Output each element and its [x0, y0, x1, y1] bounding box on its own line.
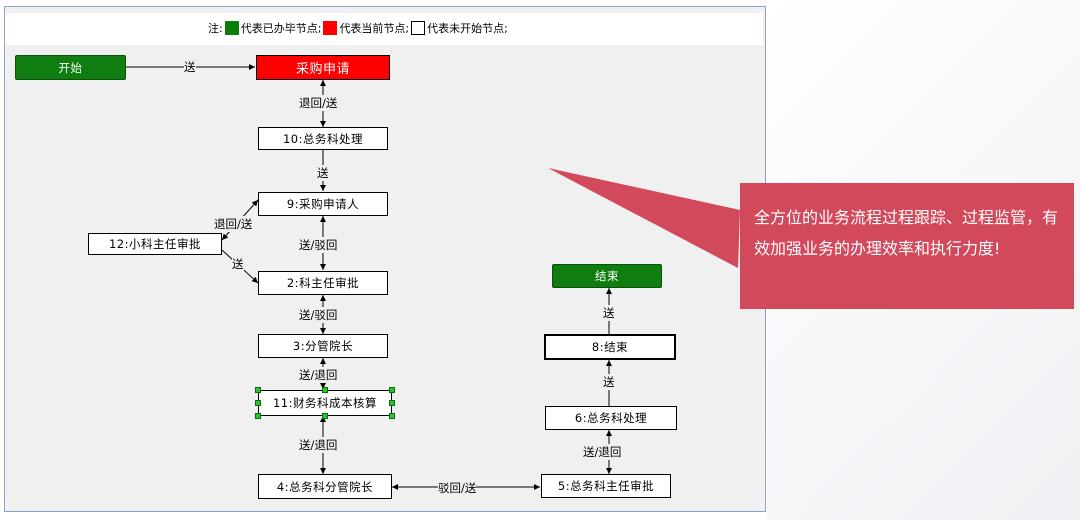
node-9[interactable]: 9:采购申请人 [258, 192, 388, 216]
edge-label-2-3: 送/驳回 [299, 307, 338, 323]
node-3[interactable]: 3:分管院长 [258, 334, 388, 358]
node-2-label: 2:科主任审批 [286, 276, 360, 290]
node-8-label: 8:结束 [591, 340, 629, 354]
node-start[interactable]: 开始 [15, 55, 126, 80]
legend: 注: 代表已办毕节点; 代表当前节点; 代表未开始节点; [208, 20, 508, 36]
legend-done-swatch [224, 21, 239, 35]
edge-label-9-12: 退回/送 [214, 216, 253, 232]
node-6-label: 6:总务科处理 [574, 411, 648, 425]
edge-label-11-4: 送/退回 [299, 437, 338, 453]
edge-label-4-5: 驳回/送 [438, 480, 477, 496]
node-12-label: 12:小科主任审批 [108, 237, 201, 251]
legend-current-label: 代表当前节点; [339, 22, 410, 35]
node-5[interactable]: 5:总务科主任审批 [541, 474, 671, 498]
selection-handle[interactable] [322, 387, 328, 393]
edge-label-9-2: 送/驳回 [299, 237, 338, 253]
selection-handle[interactable] [389, 387, 395, 393]
legend-done-label: 代表已办毕节点; [240, 22, 322, 35]
node-5-label: 5:总务科主任审批 [557, 479, 655, 493]
node-4-label: 4:总务科分管院长 [276, 479, 374, 494]
selection-handle[interactable] [255, 413, 261, 419]
callout-box [740, 183, 1074, 309]
edge-label-8-end: 送 [603, 305, 615, 321]
legend-prefix: 注: [208, 22, 223, 35]
node-6[interactable]: 6:总务科处理 [545, 406, 677, 430]
edge-label-6-8: 送 [603, 374, 615, 390]
node-4[interactable]: 4:总务科分管院长 [258, 474, 392, 499]
node-3-label: 3:分管院长 [292, 339, 354, 353]
node-10-label: 10:总务科处理 [282, 131, 363, 146]
node-end[interactable]: 结束 [552, 264, 662, 288]
callout-pointer [548, 168, 740, 268]
legend-current-swatch [323, 21, 338, 35]
node-purchase-request[interactable]: 采购申请 [256, 55, 390, 80]
callout-text: 全方位的业务流程过程跟踪、过程监管，有效加强业务的办理效率和执行力度! [754, 208, 1059, 258]
legend-pending-label: 代表未开始节点; [427, 22, 508, 35]
edge-label-12-2: 送 [232, 256, 244, 272]
node-11[interactable]: 11:财务科成本核算 [258, 390, 392, 416]
node-end-label: 结束 [595, 269, 619, 283]
node-start-label: 开始 [58, 60, 83, 75]
edge-label-start-request: 送 [184, 59, 196, 75]
node-10[interactable]: 10:总务科处理 [258, 127, 388, 150]
selection-handle[interactable] [389, 413, 395, 419]
node-2[interactable]: 2:科主任审批 [258, 271, 388, 295]
edge-label-10-9: 送 [317, 165, 329, 181]
selection-handle[interactable] [322, 413, 328, 419]
selection-handle[interactable] [255, 387, 261, 393]
node-12[interactable]: 12:小科主任审批 [88, 233, 222, 255]
node-8[interactable]: 8:结束 [544, 334, 676, 360]
edge-label-3-11: 送/退回 [299, 367, 338, 383]
node-9-label: 9:采购申请人 [286, 197, 360, 211]
node-purchase-request-label: 采购申请 [295, 62, 350, 77]
edge-label-request-10: 退回/送 [299, 95, 338, 111]
selection-handle[interactable] [255, 400, 261, 406]
legend-bar [5, 13, 763, 45]
edge-label-5-6: 送/退回 [583, 444, 622, 460]
legend-pending-swatch [411, 21, 426, 35]
selection-handle[interactable] [389, 400, 395, 406]
node-11-label: 11:财务科成本核算 [272, 396, 377, 410]
